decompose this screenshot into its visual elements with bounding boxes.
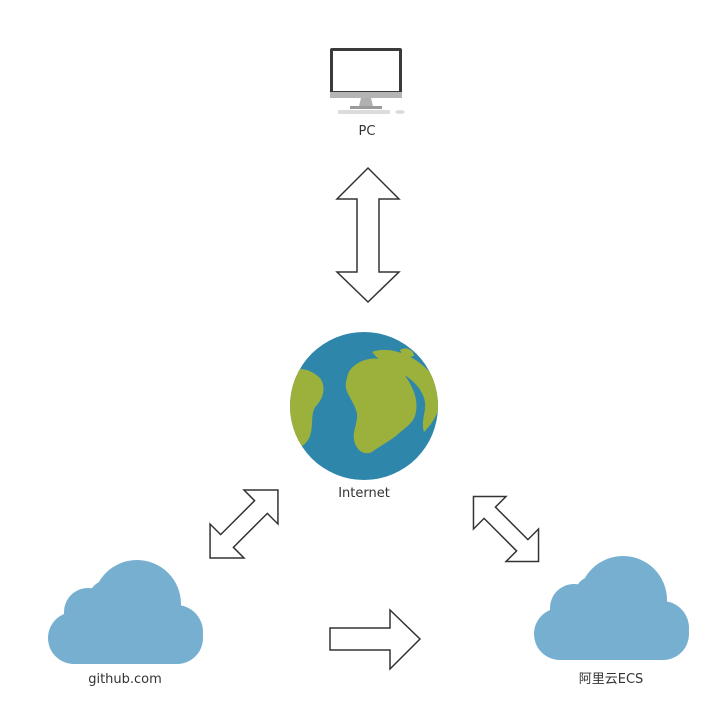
github-label: github.com — [88, 672, 162, 687]
desktop-computer-icon — [330, 48, 405, 114]
pc-label: PC — [358, 124, 376, 139]
internet-label: Internet — [338, 486, 390, 501]
double-arrow-pc-internet — [335, 166, 401, 304]
double-arrow-internet-github — [209, 489, 279, 559]
aliyun-ecs-label: 阿里云ECS — [578, 672, 644, 687]
arrow-github-to-aliyun — [329, 608, 422, 671]
cloud-icon — [534, 556, 689, 660]
cloud-icon — [48, 560, 203, 664]
double-arrow-internet-aliyun — [472, 495, 540, 563]
globe-icon — [290, 332, 438, 480]
